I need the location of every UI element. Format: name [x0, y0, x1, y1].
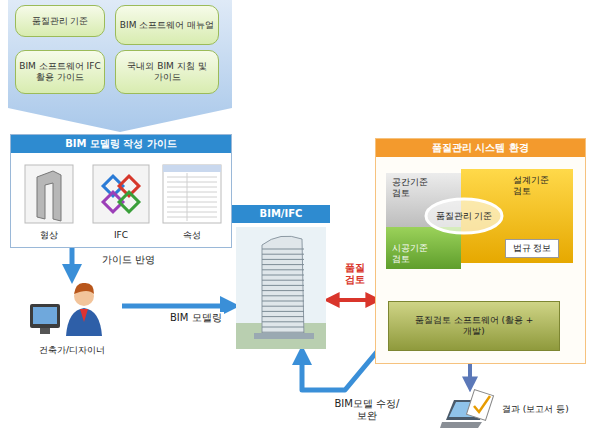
guide-thumb: 속성	[161, 161, 223, 243]
connector-arrow	[122, 304, 232, 309]
funnel-shape	[8, 0, 232, 132]
node-text: 품질관리 시스템 환경	[376, 139, 585, 157]
node-text: 건축가/디자이너	[24, 345, 120, 356]
connector-arrow	[70, 248, 75, 276]
node-text: BIM/IFC	[232, 205, 330, 223]
designer-figure: 건축가/디자이너	[22, 276, 122, 358]
node-text: BIM 소프트웨어 IFC 활용 가이드	[19, 61, 101, 83]
node-text: BIM 모델링 작성 가이드	[11, 135, 231, 153]
node-text: 품질관리 기준	[434, 211, 494, 222]
node-text: 국내외 BIM 지침 및 가이드	[119, 61, 215, 83]
node-text: 시공기준 검토	[392, 243, 432, 265]
node-text: 결과 (보고서 등)	[502, 404, 583, 415]
node-text: 설계기준 검토	[513, 175, 569, 197]
system-panel: 공간기준 검토법규 정보 설계기준 검토시공기준 검토 품질관리 기준품질검토 소프…	[375, 138, 586, 364]
edge-label: 가이드 반영	[100, 254, 157, 266]
guide-thumb: 형상	[23, 161, 75, 243]
edge-label: BIM 모델링	[168, 312, 224, 324]
criteria-ellipse: 품질관리 기준	[424, 197, 504, 235]
software-box: 품질검토 소프트웨어 (활용 + 개발)	[388, 301, 560, 351]
law-box: 법규 정보	[505, 239, 559, 258]
guide-thumb: IFC	[91, 161, 151, 243]
edge-label: 품질 검토	[336, 262, 374, 286]
node-text: 법규 정보	[507, 243, 557, 254]
edge-label: BIM모델 수정/보완	[330, 398, 404, 422]
guide-panel: 형상 IFC 속성 BIM 모델링 작성 가이드	[10, 134, 232, 248]
node-text: 속성	[163, 230, 221, 241]
result-report: 결과 (보고서 등)	[440, 386, 585, 432]
connector-arrow	[330, 298, 375, 302]
source-box: 품질관리 기준	[15, 5, 105, 37]
building-icon	[232, 205, 330, 353]
node-text: 품질검토 소프트웨어 (활용 + 개발)	[409, 315, 539, 337]
node-text: 공간기준 검토	[392, 177, 432, 199]
node-text: 형상	[25, 230, 73, 241]
source-box: BIM 소프트웨어 IFC 활용 가이드	[15, 50, 105, 94]
node-text: BIM 소프트웨어 매뉴얼	[119, 20, 215, 31]
node-text: 품질관리 기준	[19, 16, 101, 27]
source-box: BIM 소프트웨어 매뉴얼	[115, 5, 219, 45]
node-text: IFC	[93, 230, 149, 241]
bim-model: BIM/IFC	[232, 205, 330, 353]
source-box: 국내외 BIM 지침 및 가이드	[115, 50, 219, 94]
